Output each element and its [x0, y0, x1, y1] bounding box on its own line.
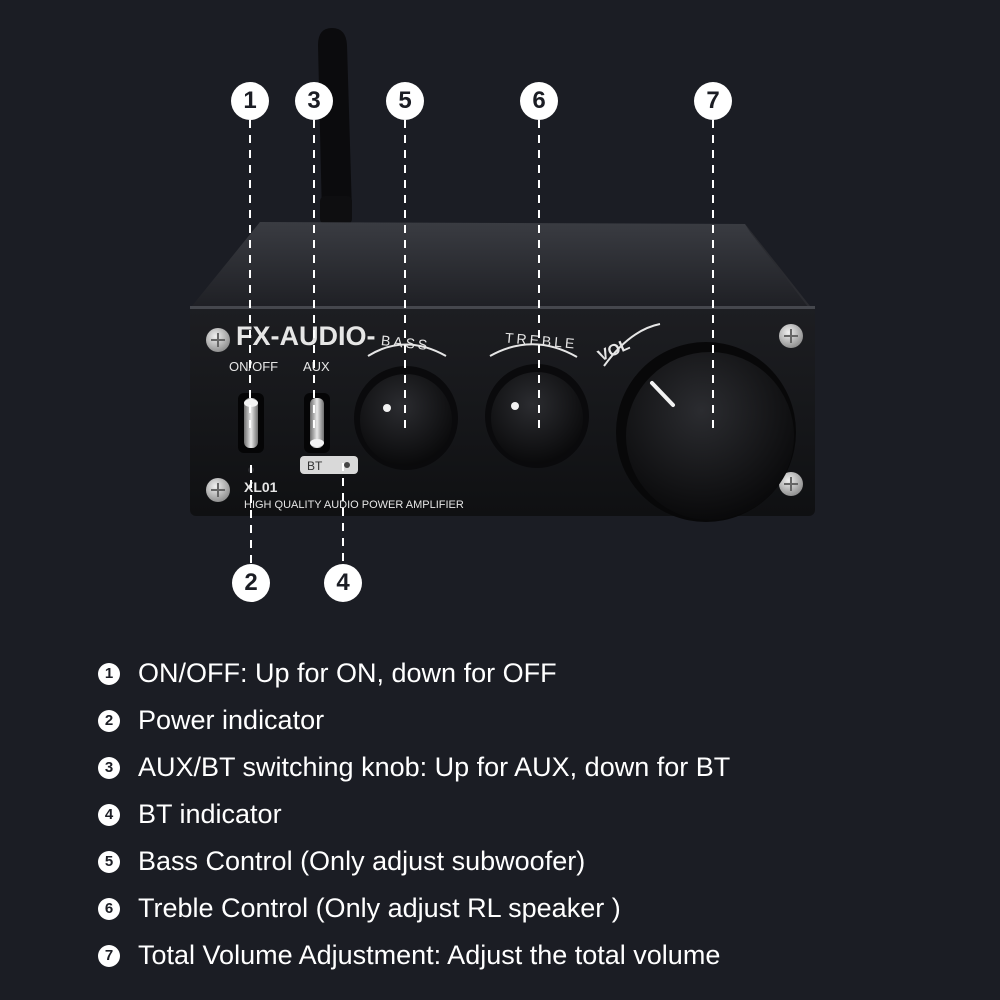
- treble-knob[interactable]: [485, 364, 589, 468]
- bass-label: BASS: [380, 332, 431, 353]
- legend-item: 7 Total Volume Adjustment: Adjust the to…: [98, 932, 978, 979]
- feature-legend: 1 ON/OFF: Up for ON, down for OFF 2 Powe…: [98, 650, 978, 979]
- legend-marker: 1: [98, 662, 120, 685]
- legend-marker: 2: [98, 709, 120, 732]
- on-off-switch[interactable]: [238, 393, 264, 453]
- bt-indicator-label: BT: [307, 459, 323, 473]
- legend-text: ON/OFF: Up for ON, down for OFF: [138, 658, 557, 688]
- antenna: [318, 28, 352, 224]
- amplifier-illustration: FX-AUDIO- ON/OFF AUX XL01 HIGH QUALITY A…: [190, 28, 815, 567]
- callout-badge-2: 2: [232, 564, 270, 602]
- tagline-label: HIGH QUALITY AUDIO POWER AMPLIFIER: [244, 499, 464, 511]
- input-switch-label: AUX: [303, 359, 330, 374]
- bt-indicator: BT: [300, 456, 358, 474]
- product-photo: FX-AUDIO- ON/OFF AUX XL01 HIGH QUALITY A…: [190, 28, 815, 602]
- legend-text: Power indicator: [138, 705, 325, 735]
- legend-marker: 4: [98, 803, 120, 826]
- legend-text: Bass Control (Only adjust subwoofer): [138, 846, 586, 876]
- legend-marker: 7: [98, 944, 120, 967]
- volume-knob[interactable]: [616, 342, 796, 522]
- model-label: XL01: [244, 479, 278, 495]
- legend-item: 5 Bass Control (Only adjust subwoofer): [98, 838, 978, 885]
- legend-item: 1 ON/OFF: Up for ON, down for OFF: [98, 650, 978, 697]
- legend-marker: 6: [98, 897, 120, 920]
- callout-badge-5: 5: [386, 82, 424, 120]
- legend-item: 4 BT indicator: [98, 791, 978, 838]
- legend-item: 6 Treble Control (Only adjust RL speaker…: [98, 885, 978, 932]
- callout-badge-1: 1: [231, 82, 269, 120]
- legend-text: Treble Control (Only adjust RL speaker ): [138, 893, 621, 923]
- callout-badge-7: 7: [694, 82, 732, 120]
- callout-lines: [249, 120, 714, 567]
- aux-bt-switch[interactable]: [304, 393, 330, 453]
- legend-marker: 3: [98, 756, 120, 779]
- legend-text: Total Volume Adjustment: Adjust the tota…: [138, 940, 721, 970]
- callout-badge-3: 3: [295, 82, 333, 120]
- screw-icon: [779, 472, 803, 496]
- power-switch-label: ON/OFF: [229, 359, 278, 374]
- brand-logo: FX-AUDIO-: [236, 321, 375, 351]
- chassis-top: [192, 222, 810, 306]
- legend-marker: 5: [98, 850, 120, 873]
- treble-label: TREBLE: [504, 329, 578, 351]
- callout-badge-6: 6: [520, 82, 558, 120]
- legend-item: 2 Power indicator: [98, 697, 978, 744]
- legend-item: 3 AUX/BT switching knob: Up for AUX, dow…: [98, 744, 978, 791]
- callout-badge-4: 4: [324, 564, 362, 602]
- screw-icon: [206, 328, 230, 352]
- screw-icon: [206, 478, 230, 502]
- legend-text: BT indicator: [138, 799, 282, 829]
- screw-icon: [779, 324, 803, 348]
- legend-text: AUX/BT switching knob: Up for AUX, down …: [138, 752, 731, 782]
